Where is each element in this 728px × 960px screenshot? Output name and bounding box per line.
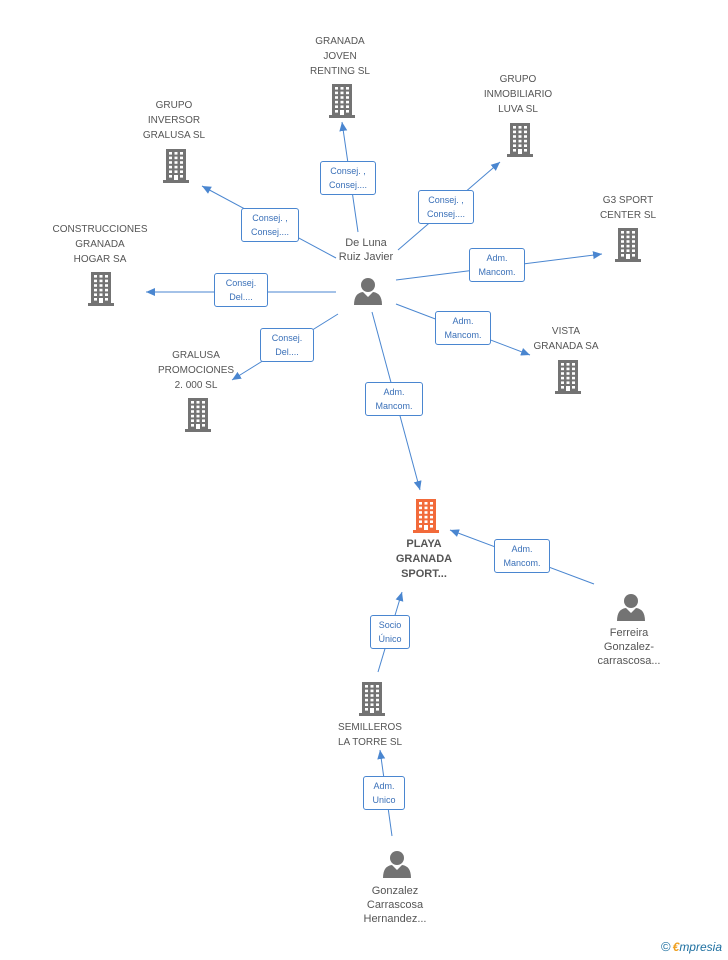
node-label-grupo-inversor[interactable]: GRUPO INVERSOR GRALUSA SL: [142, 100, 206, 141]
building-icon-grupo-inversor[interactable]: [163, 149, 189, 183]
brand-footer: ©€mpresia: [661, 939, 722, 954]
node-label-vista[interactable]: VISTA GRANADA SA: [533, 326, 599, 352]
node-label-granada-joven[interactable]: GRANADA JOVEN RENTING SL: [309, 36, 370, 77]
building-icon-gralusa-prom[interactable]: [185, 398, 211, 432]
edge-label[interactable]: Consej. , Consej....: [320, 161, 376, 195]
node-label-playa[interactable]: PLAYA GRANADA SPORT...: [395, 538, 453, 580]
edge-label[interactable]: Consej. Del....: [260, 328, 314, 362]
brand-logo-text: mpresia: [679, 940, 722, 954]
person-icon-ferreira[interactable]: [617, 594, 645, 621]
edge-label[interactable]: Adm. Mancom.: [469, 248, 525, 282]
copyright-symbol: ©: [661, 939, 671, 954]
node-label-de-luna[interactable]: De Luna Ruiz Javier: [338, 237, 394, 263]
building-icon-granada-joven[interactable]: [329, 84, 355, 118]
person-icon-de-luna[interactable]: [354, 278, 382, 305]
building-icon-vista[interactable]: [555, 360, 581, 394]
edge-label[interactable]: Adm. Mancom.: [435, 311, 491, 345]
node-label-construcciones[interactable]: CONSTRUCCIONES GRANADA HOGAR SA: [52, 224, 148, 265]
edge-label[interactable]: Consej. Del....: [214, 273, 268, 307]
brand-logo-initial: €: [672, 940, 680, 954]
building-icon-grupo-inmob[interactable]: [507, 123, 533, 157]
building-icon-playa[interactable]: [413, 499, 439, 533]
node-label-gralusa-prom[interactable]: GRALUSA PROMOCIONES 2. 000 SL: [157, 350, 235, 391]
edge-label[interactable]: Adm. Mancom.: [494, 539, 550, 573]
node-label-grupo-inmob[interactable]: GRUPO INMOBILIARIO LUVA SL: [483, 74, 553, 115]
building-icon-g3[interactable]: [615, 228, 641, 262]
edge-label[interactable]: Socio Único: [370, 615, 410, 649]
building-icon-semilleros[interactable]: [359, 682, 385, 716]
edge-label[interactable]: Consej. , Consej....: [241, 208, 299, 242]
building-icon-construcciones[interactable]: [88, 272, 114, 306]
person-icon-gonzalez[interactable]: [383, 851, 411, 878]
node-label-g3[interactable]: G3 SPORT CENTER SL: [599, 195, 657, 221]
edge-label[interactable]: Consej. , Consej....: [418, 190, 474, 224]
node-label-semilleros[interactable]: SEMILLEROS LA TORRE SL: [337, 722, 403, 748]
edge-label[interactable]: Adm. Unico: [363, 776, 405, 810]
node-label-ferreira[interactable]: Ferreira Gonzalez- carrascosa...: [597, 627, 661, 667]
edge-label[interactable]: Adm. Mancom.: [365, 382, 423, 416]
node-label-gonzalez[interactable]: Gonzalez Carrascosa Hernandez...: [363, 885, 427, 925]
